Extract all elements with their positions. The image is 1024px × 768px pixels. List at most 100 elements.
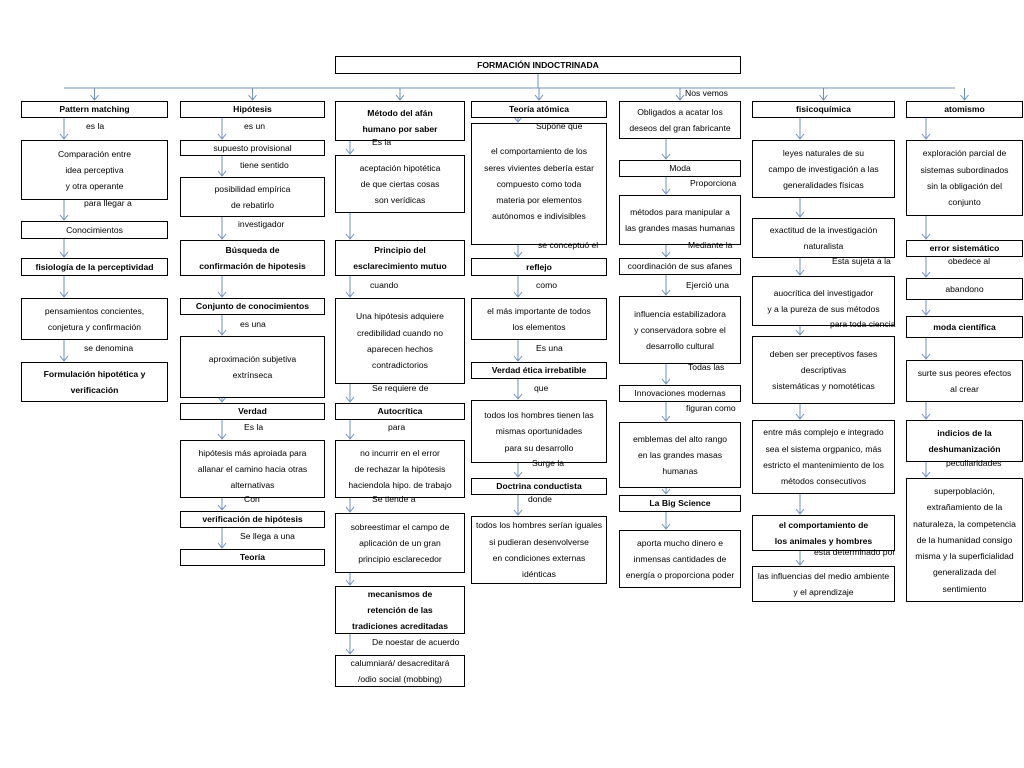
- arrow-head: [661, 415, 671, 422]
- connector-label: Ejerció una: [686, 280, 729, 290]
- arrow-head: [921, 309, 931, 316]
- connector-label: es un: [244, 121, 266, 131]
- concept-node: atomismo: [906, 101, 1023, 118]
- concept-node: pensamientos concientes, conjetura y con…: [21, 298, 168, 340]
- arrow-head: [795, 559, 805, 566]
- connector-label: Esta sujeta a la: [832, 256, 891, 266]
- concept-node: surte sus peores efectos al crear: [906, 360, 1023, 402]
- connector-label: Supone que: [536, 121, 583, 131]
- connector-label: peculiaridades: [946, 458, 1002, 468]
- arrow-head: [217, 170, 227, 177]
- concept-node: el más importante de todos los elementos: [471, 298, 607, 340]
- concept-node: sobreestimar el campo de aplicación de u…: [335, 513, 465, 573]
- concept-node: no incurrir en el error de rechazar la h…: [335, 440, 465, 498]
- concept-node: influencia estabilizadora y conservadora…: [619, 296, 741, 364]
- concept-node: entre más complejo e integrado sea el si…: [752, 420, 895, 494]
- concept-node: Teoría atómica: [471, 101, 607, 118]
- arrow-head: [513, 291, 523, 298]
- arrow-head: [345, 233, 355, 240]
- arrow-head: [345, 291, 355, 298]
- arrow-head: [513, 509, 523, 516]
- arrow-head: [90, 94, 99, 101]
- concept-node: Verdad ética irrebatible: [471, 362, 607, 379]
- arrow-head: [795, 133, 805, 140]
- arrow-head: [217, 233, 227, 240]
- connector-label: que: [534, 383, 549, 393]
- arrow-head: [513, 471, 523, 478]
- arrow-head: [513, 393, 523, 400]
- connector-label: Es la: [372, 137, 392, 147]
- arrow-head: [795, 329, 805, 336]
- arrow-head: [217, 433, 227, 440]
- arrow-head: [795, 413, 805, 420]
- concept-node: mecanismos de retención de las tradicion…: [335, 586, 465, 634]
- connector-label: Es una: [536, 343, 563, 353]
- concept-node: hipótesis más aproiada para allanar el c…: [180, 440, 325, 498]
- arrow-head: [345, 648, 355, 655]
- concept-node: auocrítica del investigador y a la purez…: [752, 276, 895, 326]
- connector-label: se denomina: [84, 343, 134, 353]
- arrow-head: [661, 523, 671, 530]
- arrow-head: [248, 94, 257, 101]
- connector-label: para toda ciencia: [830, 319, 896, 329]
- arrow-head: [513, 116, 523, 123]
- arrow-head: [217, 291, 227, 298]
- arrow-head: [217, 133, 227, 140]
- connector-label: Mediante la: [688, 240, 733, 250]
- arrow-head: [59, 251, 69, 258]
- concept-node: exploración parcial de sistemas subordin…: [906, 140, 1023, 216]
- arrow-head: [345, 433, 355, 440]
- arrow-head: [217, 329, 227, 336]
- arrow-head: [217, 542, 227, 549]
- concept-node: aporta mucho dinero e inmensas cantidade…: [619, 530, 741, 588]
- concept-node: Conjunto de conocimientos: [180, 298, 325, 315]
- arrow-head: [661, 251, 671, 258]
- arrow-head: [59, 355, 69, 362]
- arrow-head: [59, 133, 69, 140]
- arrow-head: [661, 488, 671, 495]
- concept-node: Conocimientos: [21, 221, 168, 239]
- concept-node: leyes naturales de su campo de investiga…: [752, 140, 895, 198]
- arrow-head: [513, 355, 523, 362]
- concept-node: Hipótesis: [180, 101, 325, 118]
- connector-label: Surge la: [532, 458, 565, 468]
- arrow-head: [345, 396, 355, 403]
- concept-node: Verdad: [180, 403, 325, 420]
- concept-node: Búsqueda de confirmación de hipotesis: [180, 240, 325, 276]
- arrow-head: [921, 233, 931, 240]
- concept-node: superpoblación, extrañamiento de la natu…: [906, 478, 1023, 602]
- connector-label: obedece al: [948, 256, 991, 266]
- connector-label: De noestar de acuerdo: [372, 637, 460, 647]
- concept-node: verificación de hipótesis: [180, 511, 325, 528]
- concept-node: Doctrina conductista: [471, 478, 607, 495]
- concept-node: abandono: [906, 278, 1023, 300]
- concept-node: todos los hombres tienen las mismas opor…: [471, 400, 607, 463]
- concept-node: Moda: [619, 160, 741, 177]
- connector-label: figuran como: [686, 403, 736, 413]
- concept-node: reflejo: [471, 258, 607, 276]
- connector-label: cuando: [370, 280, 399, 290]
- concept-node: Formulación hipotética y verificación: [21, 362, 168, 402]
- arrow-head: [661, 188, 671, 195]
- concept-node: Obligados a acatar los deseos del gran f…: [619, 101, 741, 139]
- connector-label: Es la: [244, 422, 264, 432]
- arrow-head: [217, 504, 227, 511]
- connector-label: donde: [528, 494, 552, 504]
- concept-node: exactitud de la investigación naturalist…: [752, 218, 895, 258]
- concept-node: las influencias del medio ambiente y el …: [752, 566, 895, 602]
- connector-label: es la: [86, 121, 105, 131]
- arrow-head: [217, 396, 227, 403]
- connector-label: Se tiende a: [372, 494, 416, 504]
- concept-node: Método del afán humano por saber: [335, 101, 465, 141]
- arrow-head: [921, 133, 931, 140]
- concept-node: error sistemático: [906, 240, 1023, 257]
- connector-label: Proporciona: [690, 178, 737, 188]
- concept-node: posibilidad empírica de rebatirlo: [180, 177, 325, 217]
- arrow-head: [59, 214, 69, 221]
- concept-node: coordinación de sus afanes: [619, 258, 741, 275]
- top-connector-label: Nos vemos: [685, 88, 728, 98]
- concept-node: Teoría: [180, 549, 325, 566]
- concept-node: moda científica: [906, 316, 1023, 338]
- concept-node: el comportamiento de los animales y homb…: [752, 515, 895, 551]
- concept-node: aproximación subjetiva extrínseca: [180, 336, 325, 398]
